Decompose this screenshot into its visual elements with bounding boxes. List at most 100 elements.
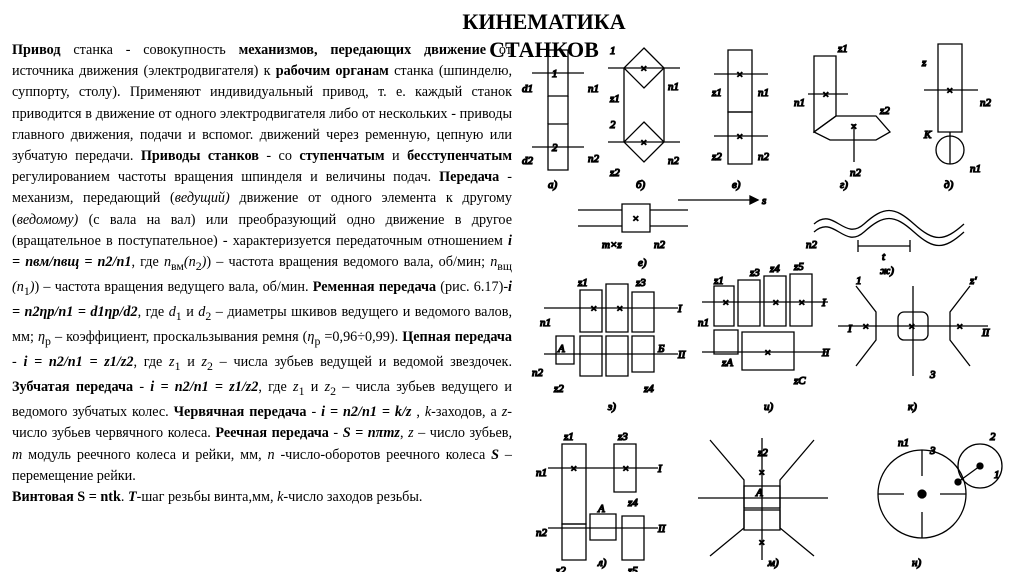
text-sub: 2 [205,308,212,323]
text-span: от источника движения (электродвигателя)… [12,42,512,80]
label: 1 [552,68,558,80]
label: z3 [635,277,646,289]
svg-text:×: × [622,463,629,475]
svg-text:×: × [822,89,829,101]
text-span: - механизм, передающий ( [12,169,512,207]
text-span: движение от одного элемента к другому ( [12,190,512,228]
label: z5 [793,261,804,273]
transmission-diagrams-svg: 1 2 d1 d2 n1 n2 а) ×× 1 2 z1 z2 n1 n2 б)… [521,42,1012,572]
term-worm: Червячная передача [173,404,307,421]
label: s [762,195,766,207]
label: К [923,129,932,141]
text-italic: m [12,446,23,463]
label: II [981,327,991,339]
text-sub: 2 [330,384,337,399]
diagram-l-gear-train: ×× А I II z1 z3 z4 z2 z5 n1 n2 л) [535,430,667,572]
rack-pinion [622,204,650,232]
text-span: -число заходов резьбы. [283,489,423,506]
text-span: и [304,379,325,396]
text-italic: η [37,329,46,346]
text-span: – число зубьев, [413,425,512,442]
diagram-a-belt: 1 2 d1 d2 n1 n2 а) [521,50,600,192]
text-italic: n [490,254,498,271]
text-span: , где [258,379,294,396]
label: z1 [837,43,848,55]
label: n1 [588,83,599,95]
label: z1 [563,431,574,443]
svg-text:×: × [946,85,953,97]
text-span: =0,96÷0,99). [320,329,403,346]
transmission-diagrams-figure: 1 2 d1 d2 n1 n2 а) ×× 1 2 z1 z2 n1 n2 б)… [518,36,1012,572]
diagram-g-bevel-gears: ×× z1 z2 n1 n2 г) [793,42,890,192]
worm-equation: i = n2/n1 = k/z [321,404,412,421]
label: n1 [668,81,679,93]
belt-equation: i = n2ηp/n1 = d1ηp/d2 [12,279,512,321]
text-italic: z [293,379,299,396]
label: n2 [536,527,548,539]
label: zС [793,375,806,387]
text-sub: вщ [497,258,512,273]
sprocket-1 [624,48,664,88]
label: 2 [990,431,996,443]
label: z1 [609,93,620,105]
caption: к) [908,401,917,413]
svg-text:×: × [798,297,805,309]
label: I [677,303,683,315]
svg-text:×: × [758,467,765,479]
diagram-n-geneva: n1 3 2 1 н) [878,430,1002,570]
label: z4 [643,383,654,395]
label: n2 [850,167,862,179]
label: I [821,297,827,309]
text-span: -число зубьев червячного колеса. [12,404,512,442]
text-span: регулированием частоты вращения шпинделя… [12,169,440,186]
svg-text:×: × [862,321,869,333]
slide-title-line1: КИНЕМАТИКА [462,9,626,34]
label: n2 [588,153,600,165]
text-bold: рабочим органам [275,63,389,80]
gear-equation: i = n2/n1 = z1/z2 [150,379,259,396]
text-italic: (n [12,279,24,296]
text-italic: z [501,404,508,421]
diagram-b-chain: ×× 1 2 z1 z2 n1 n2 б) [608,44,680,192]
label: z1 [577,277,588,289]
label: z2 [711,151,722,163]
label: d1 [522,83,533,95]
text-italic: z [201,354,208,371]
thread-profile [814,211,964,238]
label: z2 [555,565,566,572]
svg-text:×: × [908,321,915,333]
text-sub: 2 [207,358,213,373]
term-belt: Ременная передача [312,279,437,296]
label: n2 [654,239,666,251]
text-span: , где [137,304,169,321]
label: n2 [532,367,544,379]
text-span: ) – частота вращения ведомого вала, об/м… [206,254,491,271]
text-span: и [180,354,202,371]
text-span: , где [131,254,164,271]
term-rack: Реечная передача [215,425,329,442]
term-transmission: Передача [439,169,500,186]
diagram-zh-screw: t n2 ж) [805,211,964,278]
text-span: – числа зубьев ведущего и ведомого зубча… [12,379,512,421]
bevel-gear-2 [814,116,890,140]
label: z3 [617,431,628,443]
label: А [597,503,605,515]
term-machine-drives: Приводы станков [140,148,259,165]
text-span: - [133,379,151,396]
text-span: , где [133,354,170,371]
gear-z1 [728,50,752,112]
svg-text:×: × [736,69,743,81]
label: II [657,523,667,535]
term-chain: Цепная передача [402,329,512,346]
text-italic: k [277,489,284,506]
label: II [821,347,831,359]
svg-text:×: × [722,297,729,309]
label: 3 [929,445,936,457]
label: z4 [769,263,780,275]
label: 1 [994,469,1000,481]
text-span: и [181,304,199,321]
text-italic: d [168,304,176,321]
text-span: - [12,354,24,371]
text-span: -число-оборотов реечного колеса [274,446,492,463]
drive-crank [958,444,1002,488]
